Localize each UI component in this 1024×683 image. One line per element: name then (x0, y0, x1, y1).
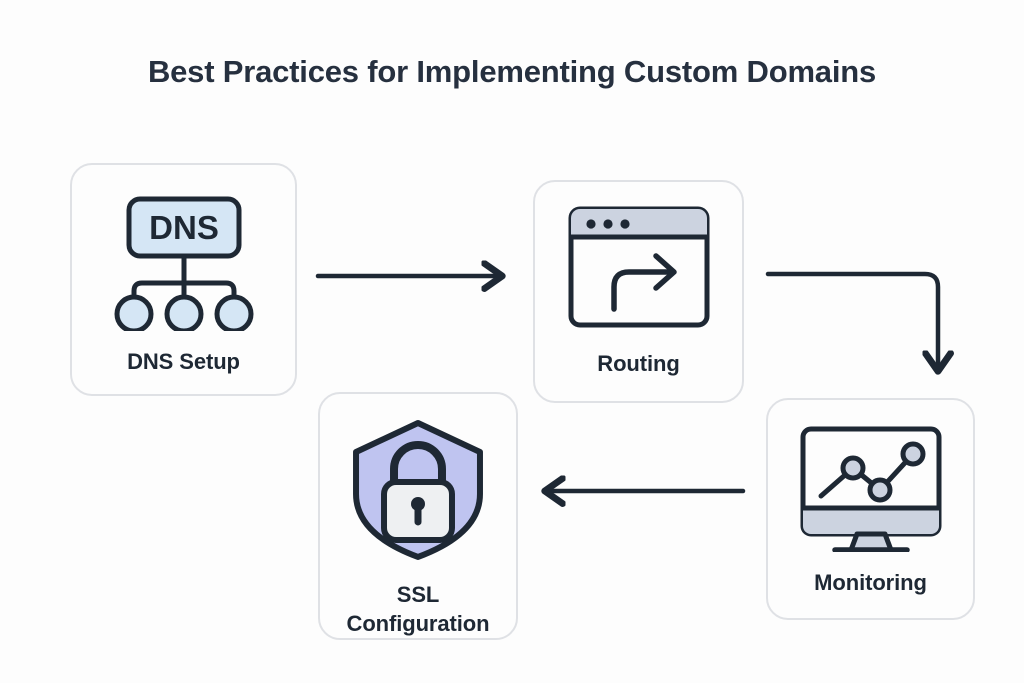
dns-tree-icon: DNS (114, 196, 253, 331)
node-label-ssl-line1: SSL (396, 581, 440, 607)
node-card-ssl-configuration[interactable]: SSL Configuration (318, 392, 518, 640)
node-label-routing: Routing (597, 351, 680, 376)
node-label-dns-setup: DNS Setup (127, 349, 240, 374)
connector-routing-to-monitoring (765, 271, 938, 365)
page-title: Best Practices for Implementing Custom D… (147, 54, 877, 89)
shield-lock-icon (353, 419, 483, 560)
node-label-ssl-line2: Configuration (346, 610, 490, 636)
chart-point-2 (867, 477, 892, 503)
chart-point-3 (900, 441, 925, 467)
titlebar-dot-2 (602, 219, 613, 229)
dns-box-label: DNS (149, 209, 219, 246)
titlebar-dot-3 (619, 219, 630, 229)
chart-point-1 (840, 455, 865, 481)
node-card-routing[interactable]: Routing (533, 180, 744, 403)
node-label-monitoring: Monitoring (814, 570, 927, 595)
node-card-dns-setup[interactable]: DNS DNS Setup (70, 163, 297, 396)
monitor-linechart-icon (800, 426, 941, 552)
browser-redirect-icon (568, 206, 709, 328)
node-label-ssl-configuration: SSL Configuration (347, 580, 490, 638)
node-card-monitoring[interactable]: Monitoring (766, 398, 975, 620)
titlebar-dot-1 (585, 219, 596, 229)
